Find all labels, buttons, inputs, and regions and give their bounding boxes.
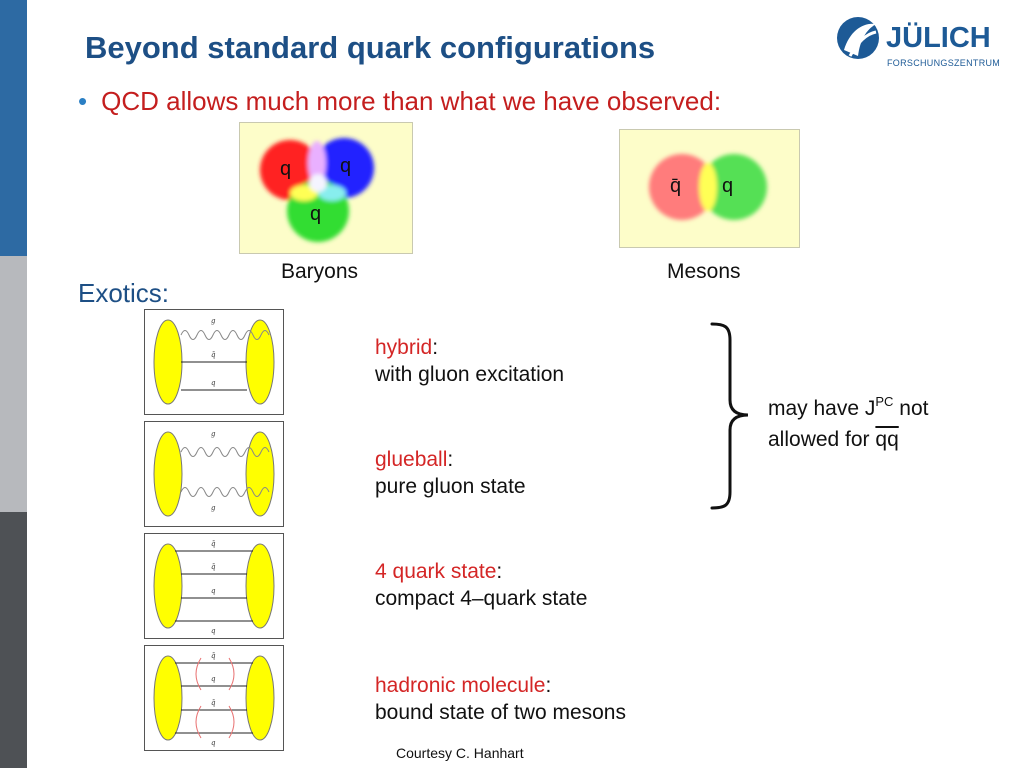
hybrid-description: hybrid: with gluon excitation [375, 336, 565, 386]
meson-quark-label: q [722, 175, 733, 197]
tetraquark-description: 4 quark state: compact 4–quark state [375, 560, 588, 610]
exotic-desc: bound state of two mesons [375, 701, 626, 724]
baryon-q1: q [280, 158, 291, 180]
baryons-label: Baryons [281, 260, 359, 283]
tetraquark-diagram: q̄ q̄ q q [144, 533, 284, 639]
exotic-name: hadronic molecule [375, 674, 546, 697]
intro-bullet: • QCD allows much more than what we have … [78, 86, 721, 117]
svg-text:g: g [211, 504, 216, 512]
svg-text:q̄: q̄ [211, 563, 216, 571]
curly-brace-icon [710, 322, 749, 510]
hybrid-diagram: g q̄ q [144, 309, 284, 415]
exotic-name: glueball [375, 448, 448, 471]
svg-text:q: q [211, 379, 216, 387]
exotic-name: 4 quark state [375, 560, 497, 583]
svg-text:q: q [211, 739, 216, 747]
svg-text:q̄: q̄ [211, 351, 216, 359]
julich-logo: JÜLICH FORSCHUNGSZENTRUM [836, 12, 1006, 72]
courtesy-credit: Courtesy C. Hanhart [396, 745, 524, 761]
julich-emblem-icon [837, 17, 879, 59]
glueball-description: glueball: pure gluon state [375, 448, 526, 498]
mesons-label: Mesons [667, 260, 741, 283]
jpc-note: may have JPC not allowed for qq [768, 394, 929, 451]
svg-text:q̄: q̄ [211, 699, 216, 707]
svg-text:q̄: q̄ [211, 540, 216, 548]
baryon-q3: q [310, 203, 321, 225]
svg-text:g: g [211, 430, 216, 438]
baryon-q2: q [340, 155, 351, 177]
sidebar-blue-stripe [0, 0, 27, 256]
intro-bullet-text: QCD allows much more than what we have o… [101, 86, 722, 116]
exotic-name: hybrid [375, 336, 433, 359]
exotic-desc: with gluon excitation [375, 363, 565, 386]
qqbar-symbol: qq [875, 428, 899, 451]
svg-text:q: q [211, 587, 216, 595]
svg-text:g: g [211, 317, 216, 325]
exotic-desc: compact 4–quark state [375, 587, 588, 610]
svg-text:q̄: q̄ [211, 652, 216, 660]
molecule-description: hadronic molecule: bound state of two me… [375, 674, 626, 724]
page-title: Beyond standard quark configurations [85, 30, 656, 65]
logo-subtitle: FORSCHUNGSZENTRUM [887, 58, 1000, 68]
baryon-figure: q q q [239, 122, 413, 254]
gluon-line-top [180, 447, 270, 457]
meson-figure: q̄ q [619, 129, 800, 248]
gluon-line-bottom [180, 487, 270, 497]
sidebar-dark-stripe [0, 512, 27, 768]
logo-name: JÜLICH [886, 21, 991, 54]
meson-antiquark-circle [649, 154, 715, 220]
gluon-line [180, 330, 270, 340]
meson-antiquark-label: q̄ [670, 175, 681, 197]
glueball-diagram: g g [144, 421, 284, 527]
bullet-dot-icon: • [78, 86, 88, 116]
meson-quark-circle [701, 154, 767, 220]
svg-text:q: q [211, 675, 216, 683]
molecule-diagram: q̄ q q̄ q [144, 645, 284, 751]
exotics-heading: Exotics: [78, 278, 170, 308]
sidebar-grey-stripe [0, 256, 27, 512]
svg-text:q: q [211, 627, 216, 635]
exotic-desc: pure gluon state [375, 475, 526, 498]
